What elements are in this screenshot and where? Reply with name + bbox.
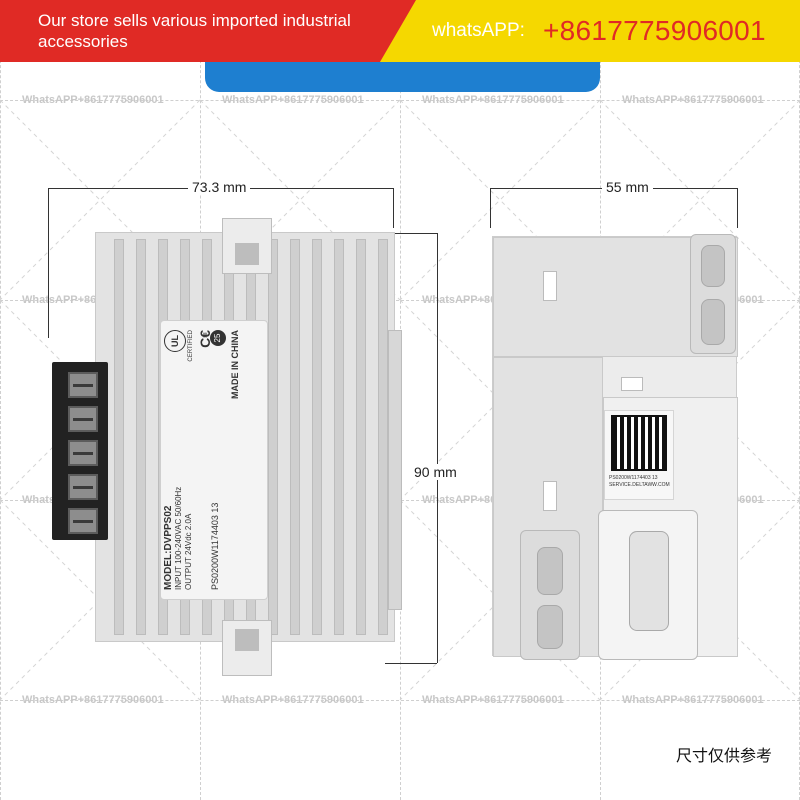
- watermark: WhatsAPP+8617775906001: [22, 694, 164, 706]
- watermark: WhatsAPP+8617775906001: [222, 694, 364, 706]
- output-text: OUTPUT 24Vdc 2.0A: [184, 513, 193, 590]
- year-mark: 25: [210, 330, 226, 346]
- height-label: 90 mm: [410, 464, 461, 480]
- serial-text: PS0200W1174403 13: [210, 502, 220, 590]
- side-site-text: SERVICE.DELTAWW.COM: [609, 482, 670, 488]
- height-tick-top: [395, 233, 437, 234]
- terminal-screw: [68, 372, 98, 398]
- din-clip-bottom: [222, 620, 272, 676]
- qr-label: PS0200W1174403 13 SERVICE.DELTAWW.COM: [604, 410, 674, 500]
- front-width-tick-left: [48, 188, 49, 338]
- front-width-tick-right: [393, 188, 394, 228]
- title-tab: [205, 62, 600, 92]
- product-label-text: MODEL:DVPPS02 INPUT 100-240VAC 50/60Hz O…: [163, 330, 264, 590]
- whatsapp-label: whatsAPP:: [432, 20, 525, 41]
- input-text: INPUT 100-240VAC 50/60Hz: [174, 486, 183, 590]
- height-line: [437, 233, 438, 663]
- terminal-block: [52, 362, 108, 540]
- made-in-text: MADE IN CHINA: [230, 330, 240, 399]
- whatsapp-banner: whatsAPP: +8617775906001: [380, 0, 800, 62]
- whatsapp-number: +8617775906001: [542, 15, 766, 46]
- side-notch: [621, 377, 643, 391]
- watermark: WhatsAPP+8617775906001: [622, 694, 764, 706]
- side-width-tick-left: [490, 188, 491, 228]
- side-notch: [543, 271, 557, 301]
- certified-text: CERTIFIED: [188, 330, 194, 362]
- din-clip-top: [222, 218, 272, 274]
- qr-code: [611, 415, 667, 471]
- watermark: WhatsAPP+8617775906001: [622, 94, 764, 106]
- watermark: WhatsAPP+8617775906001: [222, 94, 364, 106]
- size-disclaimer: 尺寸仅供参考: [675, 748, 772, 765]
- terminal-screw: [68, 474, 98, 500]
- watermark: WhatsAPP+8617775906001: [22, 94, 164, 106]
- terminal-screw: [68, 508, 98, 534]
- side-clip-bottom: [520, 530, 580, 660]
- din-spring-clip: [598, 510, 698, 660]
- store-banner-text: Our store sells various imported industr…: [38, 11, 351, 51]
- side-width-label: 55 mm: [602, 179, 653, 195]
- ce-mark: C€: [197, 330, 213, 348]
- side-clip-top: [690, 234, 736, 354]
- side-notch: [543, 481, 557, 511]
- store-banner: Our store sells various imported industr…: [0, 0, 430, 62]
- ul-mark: UL: [164, 330, 186, 352]
- terminal-screw: [68, 440, 98, 466]
- watermark: WhatsAPP+8617775906001: [422, 694, 564, 706]
- side-serial-text: PS0200W1174403 13: [609, 475, 658, 481]
- model-text: MODEL:DVPPS02: [163, 505, 174, 590]
- front-width-label: 73.3 mm: [188, 179, 251, 195]
- watermark: WhatsAPP+8617775906001: [422, 94, 564, 106]
- height-tick-bottom: [385, 663, 437, 664]
- side-width-tick-right: [737, 188, 738, 228]
- product-label: MODEL:DVPPS02 INPUT 100-240VAC 50/60Hz O…: [160, 320, 268, 600]
- side-rail: [388, 330, 402, 610]
- terminal-screw: [68, 406, 98, 432]
